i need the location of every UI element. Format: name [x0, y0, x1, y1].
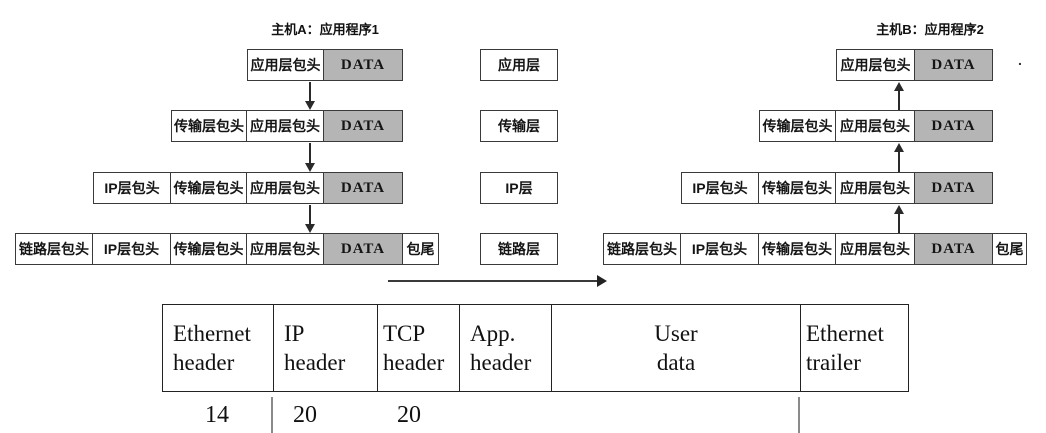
- header-cell: 传输层包头: [171, 172, 247, 204]
- layer-box-transport: 传输层: [480, 110, 558, 142]
- header-cell: IP层包头: [681, 233, 759, 265]
- size-tick: [798, 397, 800, 433]
- arrow-shaft: [309, 205, 311, 225]
- header-cell: 应用层包头: [836, 172, 915, 204]
- header-cell: 传输层包头: [759, 172, 836, 204]
- stray-dot: .: [1018, 52, 1022, 68]
- packet-cell-app-header: App. header: [459, 305, 551, 391]
- layer-box-application: 应用层: [480, 49, 558, 81]
- arrow-shaft: [388, 280, 598, 282]
- up-arrow-icon: [894, 143, 904, 172]
- host-b-row-transport: 传输层包头 应用层包头 DATA: [759, 110, 993, 142]
- data-cell: DATA: [915, 233, 993, 265]
- header-cell: 应用层包头: [247, 172, 324, 204]
- data-cell: DATA: [324, 233, 403, 265]
- header-cell: 应用层包头: [247, 233, 324, 265]
- arrow-shaft: [898, 90, 900, 110]
- host-a-row-transport: 传输层包头 应用层包头 DATA: [171, 110, 403, 142]
- header-cell: 传输层包头: [171, 233, 247, 265]
- cell-line: Ethernet: [806, 321, 884, 346]
- header-cell: 链路层包头: [603, 233, 681, 265]
- up-arrow-icon: [894, 205, 904, 233]
- host-a-title: 主机A：应用程序1: [271, 22, 379, 37]
- size-label-tcp-header: 20: [397, 402, 421, 428]
- arrow-tip: [894, 205, 904, 214]
- up-arrow-icon: [894, 82, 904, 110]
- cell-line: data: [656, 350, 696, 375]
- arrow-tip: [597, 275, 607, 287]
- host-b-row-application: 应用层包头 DATA: [836, 49, 993, 81]
- arrow-tip: [894, 143, 904, 152]
- host-a-row-link: 链路层包头 IP层包头 传输层包头 应用层包头 DATA 包尾: [15, 233, 439, 265]
- host-a-row-application: 应用层包头 DATA: [247, 49, 403, 81]
- host-b-title: 主机B：应用程序2: [876, 22, 984, 37]
- arrow-shaft: [898, 151, 900, 172]
- size-tick: [271, 397, 273, 433]
- arrow-shaft: [309, 82, 311, 102]
- size-label-ip-header: 20: [293, 402, 317, 428]
- arrow-tip: [305, 163, 315, 172]
- cell-line: header: [284, 350, 346, 375]
- data-cell: DATA: [324, 172, 403, 204]
- flow-arrow-icon: [388, 275, 607, 287]
- data-cell: DATA: [915, 172, 993, 204]
- data-cell: DATA: [324, 110, 403, 142]
- host-a-row-ip: IP层包头 传输层包头 应用层包头 DATA: [93, 172, 403, 204]
- cell-line: header: [173, 350, 235, 375]
- cell-line: header: [383, 350, 445, 375]
- trailer-cell: 包尾: [403, 233, 439, 265]
- cell-line: trailer: [806, 350, 861, 375]
- packet-cell-tcp-header: TCP header: [377, 305, 459, 391]
- down-arrow-icon: [305, 143, 315, 172]
- header-cell: 链路层包头: [15, 233, 93, 265]
- cell-line: Ethernet: [173, 321, 251, 346]
- host-b-row-link: 链路层包头 IP层包头 传输层包头 应用层包头 DATA 包尾: [603, 233, 1027, 265]
- packet-cell-user-data: User data: [551, 305, 800, 391]
- layer-box-link: 链路层: [480, 233, 558, 265]
- arrow-tip: [305, 224, 315, 233]
- layer-box-ip: IP层: [480, 172, 558, 204]
- packet-cell-ethernet-header: Ethernet header: [163, 305, 273, 391]
- size-label-ethernet-header: 14: [205, 402, 229, 428]
- header-cell: 应用层包头: [247, 110, 324, 142]
- header-cell: IP层包头: [93, 233, 171, 265]
- header-cell: 应用层包头: [247, 49, 324, 81]
- data-cell: DATA: [324, 49, 403, 81]
- down-arrow-icon: [305, 82, 315, 110]
- cell-line: App.: [470, 321, 516, 346]
- trailer-cell: 包尾: [993, 233, 1027, 265]
- arrow-shaft: [309, 143, 311, 164]
- header-cell: 传输层包头: [759, 233, 836, 265]
- data-cell: DATA: [915, 49, 993, 81]
- packet-cell-ip-header: IP header: [273, 305, 377, 391]
- cell-line: User: [654, 321, 698, 346]
- arrow-tip: [305, 101, 315, 110]
- header-cell: IP层包头: [681, 172, 759, 204]
- packet-cell-ethernet-trailer: Ethernet trailer: [800, 305, 907, 391]
- header-cell: IP层包头: [93, 172, 171, 204]
- cell-line: IP: [284, 321, 305, 346]
- host-b-row-ip: IP层包头 传输层包头 应用层包头 DATA: [681, 172, 993, 204]
- arrow-shaft: [898, 213, 900, 233]
- header-cell: 应用层包头: [836, 233, 915, 265]
- down-arrow-icon: [305, 205, 315, 233]
- cell-line: TCP: [383, 321, 426, 346]
- header-cell: 应用层包头: [836, 110, 915, 142]
- cell-line: header: [470, 350, 532, 375]
- arrow-tip: [894, 82, 904, 91]
- packet-table: Ethernet header IP header TCP header App…: [162, 304, 909, 392]
- header-cell: 传输层包头: [171, 110, 247, 142]
- header-cell: 传输层包头: [759, 110, 836, 142]
- header-cell: 应用层包头: [836, 49, 915, 81]
- data-cell: DATA: [915, 110, 993, 142]
